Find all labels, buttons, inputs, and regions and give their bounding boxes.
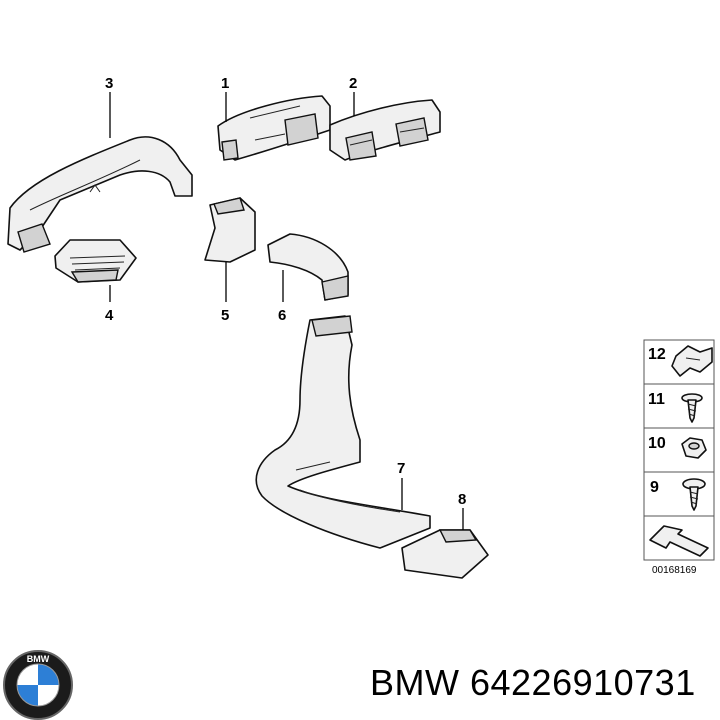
callout-4: 4: [105, 285, 114, 324]
callout-number-4: 4: [105, 307, 114, 324]
side-number-9: 9: [650, 479, 659, 496]
part-number-caption: BMW 64226910731: [370, 662, 696, 703]
side-number-12: 12: [648, 346, 666, 363]
side-number-10: 10: [648, 435, 666, 452]
panel-cell-9: [643, 471, 715, 517]
nut-icon: [681, 437, 707, 459]
clip-icon: [671, 345, 713, 377]
bmw-logo: BMW: [3, 650, 73, 720]
part-3-air-duct: [7, 136, 193, 253]
part-2-dashboard-vent: [329, 99, 441, 161]
side-number-11: 11: [648, 391, 665, 408]
callout-number-6: 6: [278, 307, 286, 324]
logo-text: BMW: [27, 654, 50, 664]
callout-8: 8: [458, 491, 466, 530]
callout-number-1: 1: [221, 75, 229, 92]
callout-number-2: 2: [349, 75, 357, 92]
callout-1: 1: [221, 75, 229, 122]
screw-icon: [681, 393, 703, 423]
hardware-side-panel: 12 11 10 9 00168169: [643, 339, 715, 576]
part-6-elbow-duct: [267, 233, 349, 301]
callout-number-3: 3: [105, 75, 113, 92]
callout-3: 3: [105, 75, 113, 138]
part-1-vent-housing: [217, 95, 331, 161]
screw-icon: [682, 478, 706, 511]
callout-5: 5: [221, 262, 229, 324]
image-code: 00168169: [652, 565, 697, 576]
part-8-outlet-nozzle: [401, 529, 489, 579]
part-5-connector: [204, 197, 256, 263]
callout-6: 6: [278, 270, 286, 324]
callout-2: 2: [349, 75, 357, 116]
direction-arrow-icon: [649, 525, 709, 557]
callout-number-7: 7: [397, 460, 405, 477]
callout-7: 7: [397, 460, 405, 510]
part-7-floor-duct: [255, 315, 431, 549]
callout-number-8: 8: [458, 491, 466, 508]
callout-number-5: 5: [221, 307, 229, 324]
part-4-vent-grille: [54, 239, 137, 283]
